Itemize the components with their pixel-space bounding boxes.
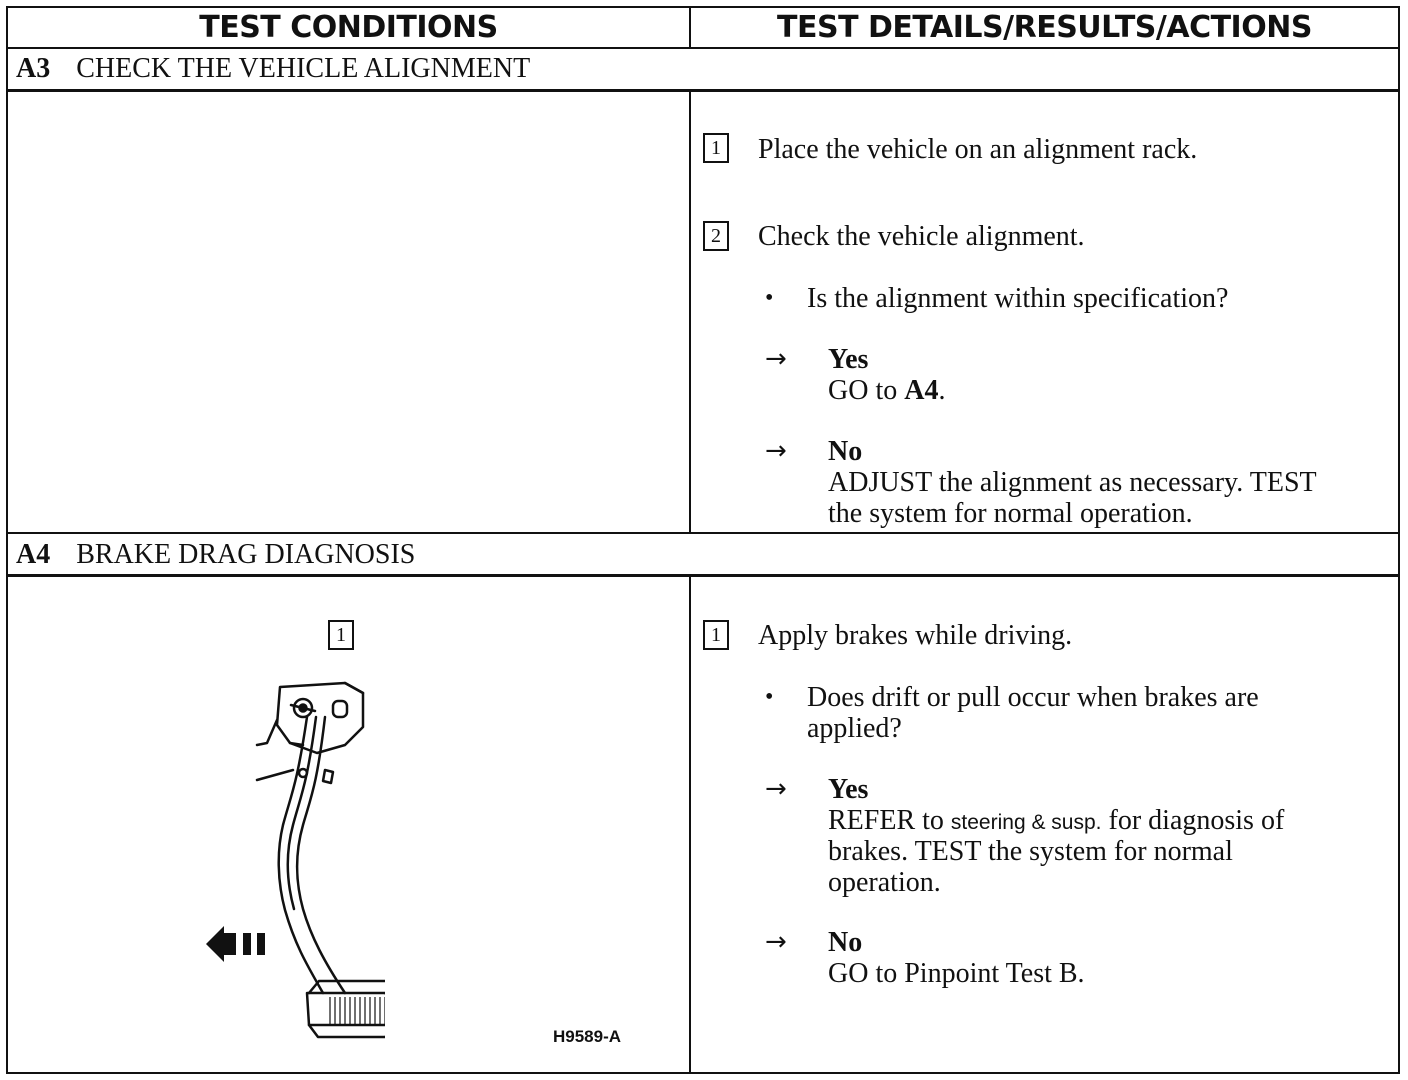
a3-no-arrow-icon: → bbox=[765, 436, 787, 466]
a4-step1-number: 1 bbox=[703, 620, 729, 650]
a4-no-arrow-icon: → bbox=[765, 927, 787, 957]
a3-step1-number: 1 bbox=[703, 133, 729, 163]
a4-no-label: No bbox=[828, 927, 863, 958]
a3-bullet: • bbox=[765, 285, 774, 311]
section-a3-id: A3 bbox=[16, 53, 51, 84]
column-divider-a4 bbox=[689, 574, 691, 1074]
a3-step2-number: 2 bbox=[703, 221, 729, 251]
border-bottom bbox=[6, 1072, 1400, 1074]
brake-pedal-illustration bbox=[255, 681, 385, 1039]
a4-question-line1: Does drift or pull occur when brakes are bbox=[807, 682, 1259, 713]
section-a4-title: A4 BRAKE DRAG DIAGNOSIS bbox=[16, 539, 415, 571]
border-top bbox=[6, 6, 1400, 8]
figure-step-number: 1 bbox=[328, 620, 354, 650]
a4-yes-line1: REFER to steering & susp. for diagnosis … bbox=[828, 805, 1284, 838]
a4-top-divider bbox=[6, 532, 1400, 534]
section-a3-label: CHECK THE VEHICLE ALIGNMENT bbox=[76, 53, 531, 84]
header-test-conditions: TEST CONDITIONS bbox=[199, 10, 498, 45]
a4-question-line2: applied? bbox=[807, 713, 902, 744]
a4-yes-line1-prefix: REFER to bbox=[828, 805, 951, 836]
a3-no-line1: ADJUST the alignment as necessary. TEST bbox=[828, 467, 1317, 498]
section-a4-label: BRAKE DRAG DIAGNOSIS bbox=[76, 539, 416, 570]
a4-yes-arrow-icon: → bbox=[765, 774, 787, 804]
a4-yes-reference: steering & susp. bbox=[950, 811, 1102, 834]
a3-step2-text: Check the vehicle alignment. bbox=[758, 221, 1085, 252]
a3-yes-action: GO to A4. bbox=[828, 375, 945, 406]
header-divider bbox=[6, 47, 1400, 49]
section-a4-id: A4 bbox=[16, 539, 51, 570]
a3-yes-arrow-icon: → bbox=[765, 344, 787, 374]
a3-no-label: No bbox=[828, 436, 863, 467]
header-test-details: TEST DETAILS/RESULTS/ACTIONS bbox=[777, 10, 1312, 45]
a4-no-line1: GO to Pinpoint Test B. bbox=[828, 958, 1085, 989]
border-left bbox=[6, 6, 8, 1074]
a4-yes-label: Yes bbox=[828, 774, 869, 805]
a4-yes-line1-suffix: for diagnosis of bbox=[1101, 805, 1285, 836]
figure-code: H9589-A bbox=[553, 1027, 622, 1046]
a4-step1-text: Apply brakes while driving. bbox=[758, 620, 1073, 651]
a3-no-line2: the system for normal operation. bbox=[828, 498, 1193, 529]
a3-question: Is the alignment within specification? bbox=[807, 283, 1229, 314]
column-divider-a3 bbox=[689, 89, 691, 534]
a3-yes-action-suffix: . bbox=[938, 375, 946, 406]
a4-title-divider bbox=[6, 574, 1400, 577]
a3-yes-label: Yes bbox=[828, 344, 869, 375]
column-divider-header bbox=[689, 6, 691, 49]
a4-bullet: • bbox=[765, 684, 774, 710]
direction-arrow-icon bbox=[206, 926, 265, 962]
border-right bbox=[1398, 6, 1400, 1074]
a4-yes-line2: brakes. TEST the system for normal bbox=[828, 836, 1233, 867]
a3-yes-action-target: A4 bbox=[904, 375, 939, 406]
a3-yes-action-prefix: GO to bbox=[828, 375, 905, 406]
a3-title-divider bbox=[6, 89, 1400, 92]
section-a3-title: A3 CHECK THE VEHICLE ALIGNMENT bbox=[16, 53, 530, 85]
a4-yes-line3: operation. bbox=[828, 867, 941, 898]
a3-step1-text: Place the vehicle on an alignment rack. bbox=[758, 134, 1198, 165]
